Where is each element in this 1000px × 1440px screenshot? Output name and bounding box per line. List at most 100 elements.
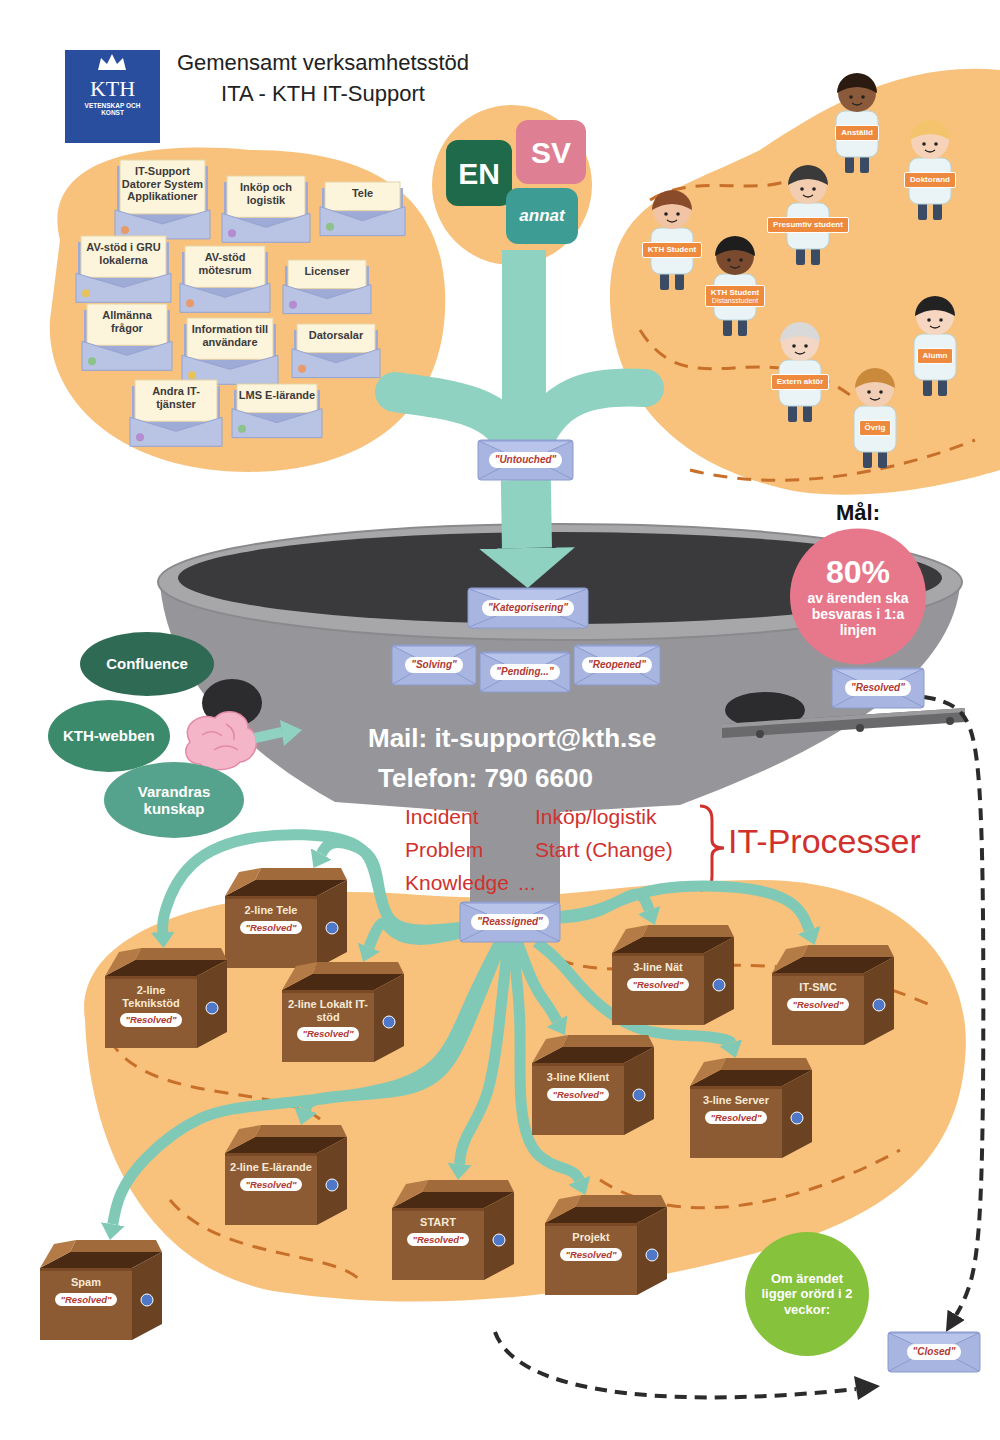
box-left-flap bbox=[392, 1180, 428, 1208]
envelope-paper bbox=[227, 176, 305, 217]
envelope-dot bbox=[228, 229, 236, 237]
person-eye bbox=[867, 390, 871, 394]
category-envelope: Tele bbox=[320, 182, 405, 236]
person-head bbox=[911, 121, 949, 159]
box-seal bbox=[873, 999, 885, 1011]
queue-box-shape bbox=[225, 1125, 347, 1225]
ticket-envelope-text: "Solving" bbox=[405, 657, 463, 673]
box-back-flap bbox=[720, 1058, 812, 1070]
person-hair bbox=[910, 120, 950, 140]
process-name: Incident bbox=[405, 805, 479, 829]
envelope-front bbox=[222, 213, 310, 242]
person-smile bbox=[925, 150, 935, 152]
envelope-body bbox=[888, 1332, 980, 1372]
ticket-envelope-text: "Reassigned" bbox=[471, 914, 549, 930]
person-head bbox=[856, 369, 894, 407]
category-envelope-text: Inköp och logistik bbox=[228, 181, 304, 206]
box-left-flap bbox=[105, 948, 141, 976]
user-tag-text: Presumtiv student bbox=[773, 220, 843, 229]
envelope-front bbox=[76, 273, 171, 302]
person-smile bbox=[667, 220, 677, 222]
box-front-edge bbox=[392, 1208, 484, 1211]
user-tag-text: Anställd bbox=[841, 128, 873, 137]
contact-phone: Telefon: 790 6600 bbox=[378, 764, 593, 794]
box-seal bbox=[383, 1016, 395, 1028]
flow-arrow bbox=[560, 886, 809, 930]
knowledge-arrowhead bbox=[280, 720, 302, 746]
ticket-envelope-text: "Untouched" bbox=[489, 452, 563, 468]
envelope-dot bbox=[289, 301, 297, 309]
flow-arrow bbox=[924, 697, 983, 1315]
box-front bbox=[545, 1223, 637, 1295]
box-left-flap bbox=[282, 962, 318, 990]
goal-bubble: Mål:80%av ärenden ska besvaras i 1:a lin… bbox=[783, 500, 933, 664]
category-envelope: Andra IT-tjänster bbox=[130, 380, 222, 446]
conveyor-belt bbox=[722, 708, 965, 738]
box-front-edge bbox=[105, 976, 197, 979]
person-figure bbox=[909, 120, 951, 220]
envelope-front bbox=[283, 285, 371, 314]
people-figures bbox=[651, 73, 956, 468]
queue-box-text: 2-line E-lärande bbox=[227, 1161, 315, 1174]
process-brace bbox=[700, 806, 724, 890]
category-envelope: IT-Support Datorer System Applikationer bbox=[115, 160, 210, 239]
person-head bbox=[781, 323, 819, 361]
conveyor-roller bbox=[856, 724, 864, 732]
box-back-flap bbox=[70, 1240, 162, 1252]
queue-box-text: IT-SMC bbox=[774, 981, 862, 994]
ticket-envelope: "Reopened" bbox=[574, 645, 660, 685]
user-tag: Anställd bbox=[835, 125, 879, 140]
envelope-body bbox=[480, 652, 570, 692]
person-figure bbox=[854, 368, 896, 468]
queue-box-text: START bbox=[394, 1216, 482, 1229]
ticket-envelope: "Pending..." bbox=[480, 652, 570, 692]
queue-box: 2-line Tele"Resolved" bbox=[225, 868, 347, 968]
category-envelope: Allmänna frågor bbox=[82, 304, 172, 370]
envelope-front bbox=[180, 283, 270, 312]
queue-box-shape bbox=[392, 1180, 514, 1280]
envelope-front bbox=[232, 409, 322, 438]
box-side bbox=[317, 880, 347, 968]
envelope-front bbox=[115, 210, 210, 239]
box-front-edge bbox=[612, 953, 704, 956]
envelope-paper bbox=[237, 384, 317, 413]
envelope-paper bbox=[120, 160, 205, 214]
person-eye bbox=[676, 212, 680, 216]
box-side bbox=[374, 974, 404, 1062]
person-eye bbox=[939, 318, 943, 322]
queue-box-text: 2-line Tele bbox=[227, 904, 315, 917]
category-blob bbox=[50, 148, 445, 472]
language-tag: annat bbox=[506, 188, 578, 244]
box-front bbox=[392, 1208, 484, 1280]
person-head bbox=[653, 191, 691, 229]
box-left-flap bbox=[225, 1125, 261, 1153]
person-body bbox=[909, 158, 951, 204]
flow-arrow bbox=[526, 480, 527, 548]
ticket-envelope: "Reassigned" bbox=[460, 902, 560, 942]
conveyor-roller bbox=[756, 730, 764, 738]
queue-box-shape bbox=[282, 962, 404, 1062]
language-tag-text: SV bbox=[531, 136, 571, 169]
category-envelope: Datorsalar bbox=[292, 324, 380, 378]
category-envelope-text: Andra IT-tjänster bbox=[136, 385, 216, 410]
queue-box: 3-line Server"Resolved" bbox=[690, 1058, 812, 1158]
stream-right bbox=[532, 388, 645, 448]
envelope-front bbox=[130, 417, 222, 446]
language-blob bbox=[432, 105, 592, 265]
box-left-flap bbox=[532, 1035, 568, 1063]
user-tag: Extern aktör bbox=[771, 374, 830, 389]
person-body bbox=[854, 406, 896, 452]
envelope-paper bbox=[325, 182, 400, 211]
kth-logo bbox=[65, 50, 160, 143]
envelope-dot bbox=[238, 425, 246, 433]
box-left-flap bbox=[225, 868, 261, 896]
queue-box-text: 3-line Nät bbox=[614, 961, 702, 974]
language-tag: EN bbox=[446, 140, 512, 206]
envelope-body bbox=[460, 902, 560, 942]
queue-box-text: 3-line Klient bbox=[534, 1071, 622, 1084]
envelope-dot bbox=[298, 365, 306, 373]
conveyor-top bbox=[722, 708, 965, 728]
person-eye bbox=[812, 187, 816, 191]
box-back-flap bbox=[255, 1125, 347, 1137]
